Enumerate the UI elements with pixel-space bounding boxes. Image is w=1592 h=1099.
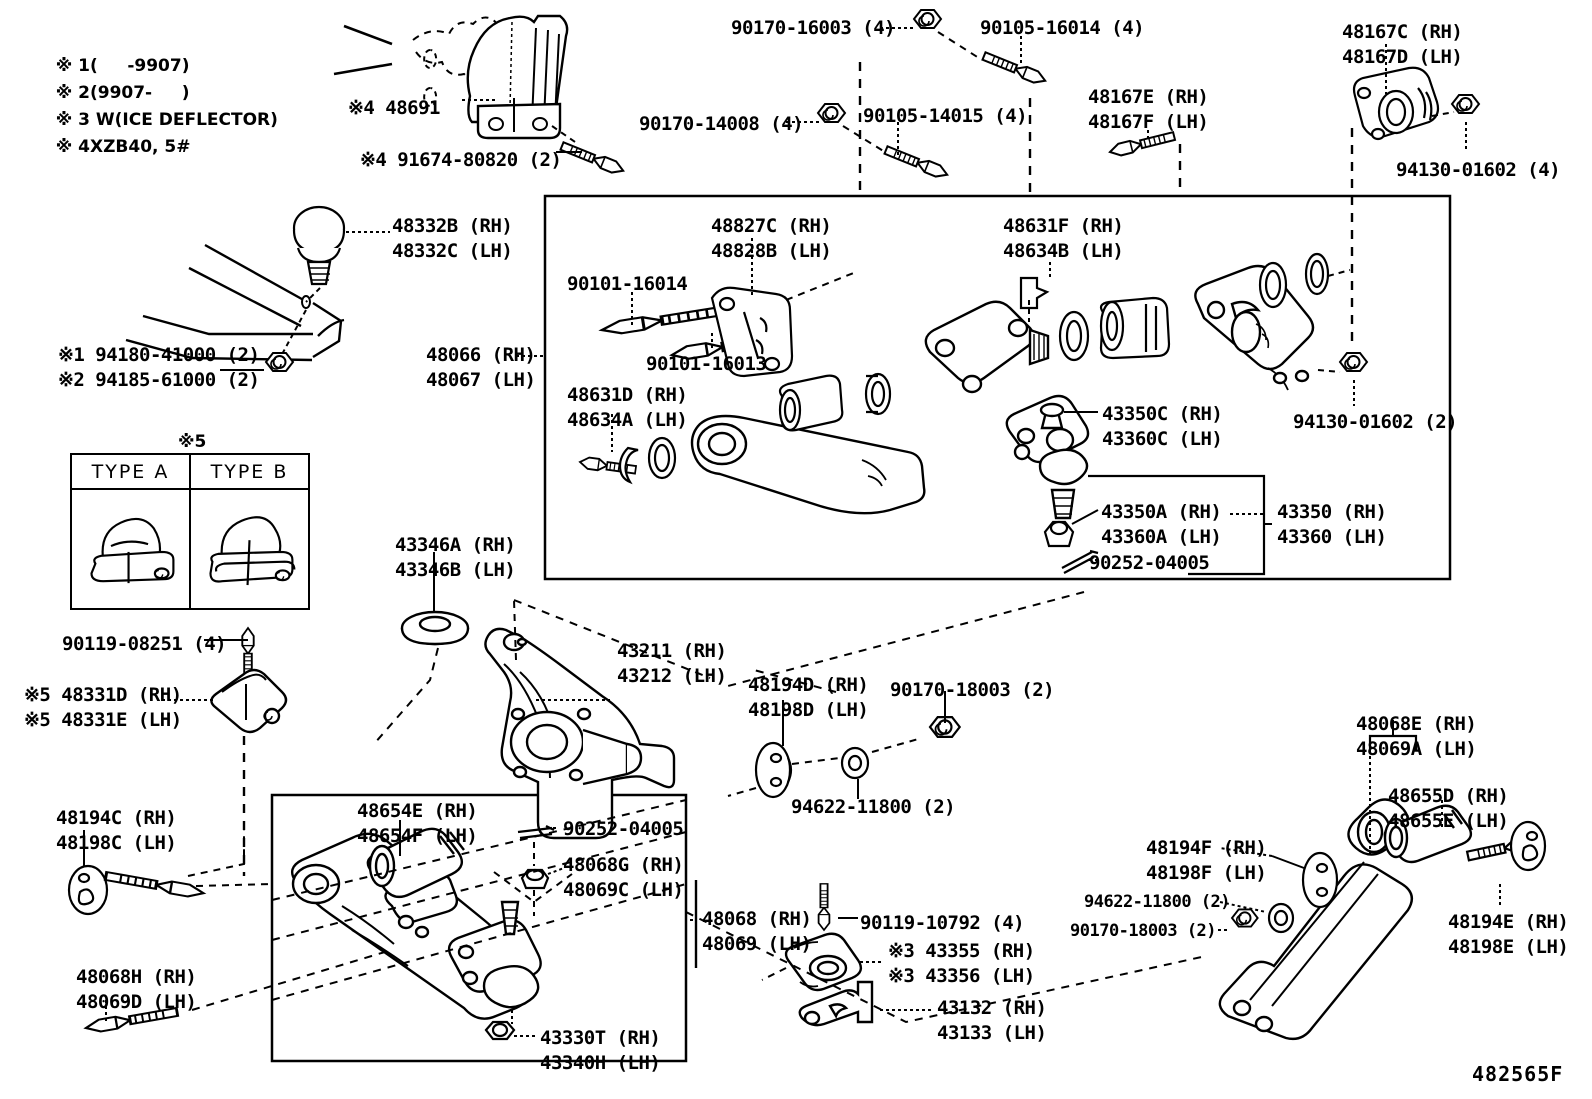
label-48332B-48332C: 48332B (RH) 48332C (LH) [392,215,513,262]
label-90105-14015: 90105-14015 (4) [863,105,1028,127]
legend-note-3: ※ 3 W(ICE DEFLECTOR) [32,80,278,161]
legend-note-2-mark: ※ 2 [55,83,90,103]
label-48655D-48655E: 48655D (RH) 48655E (LH) [1388,785,1509,832]
label-48194F-48198F: 48194F (RH) 48198F (LH) [1146,837,1267,884]
type-b-cell [189,490,308,608]
label-48068G-48069C: 48068G (RH) 48069C (LH) [563,854,684,901]
label-90170-14008: 90170-14008 (4) [639,113,804,135]
label-48068H-48069D: 48068H (RH) 48069D (LH) [76,966,197,1013]
label-90119-10792: 90119-10792 (4) [860,912,1025,934]
label-90170-18003-right: 90170-18003 (2) [1070,921,1217,941]
label-43211-43212: 43211 (RH) 43212 (LH) [617,640,727,687]
label-48827C-48828B: 48827C (RH) 48828B (LH) [711,215,832,262]
label-48068-48069: 48068 (RH) 48069 (LH) [702,908,812,955]
label-43350-43360: 43350 (RH) 43360 (LH) [1277,501,1387,548]
label-43350C-43360C: 43350C (RH) 43360C (LH) [1102,403,1223,450]
type-table-header-row: TYPE A TYPE B [72,455,308,490]
type-table-header-b: TYPE B [189,455,308,488]
label-48066-48067: 48066 (RH) 48067 (LH) [426,344,536,391]
label-94180-94185: ※1 94180-41000 (2) ※2 94185-61000 (2) [58,344,260,391]
type-table: TYPE A TYPE B [70,453,310,610]
legend-note-4-text: XZB40, 5# [89,137,191,157]
legend-note-3-mark: ※ 3 [55,110,90,130]
label-90105-16014: 90105-16014 (4) [980,17,1145,39]
legend-note-1: ※ 1( -9907) [32,26,190,107]
legend-note-1-mark: ※ 1 [55,56,90,76]
label-48631D-48634A: 48631D (RH) 48634A (LH) [567,384,688,431]
legend-note-2-text: (9907- ) [89,83,190,103]
label-43350A-43360A: 43350A (RH) 43360A (LH) [1101,501,1222,548]
label-90101-16014: 90101-16014 [567,273,688,295]
label-94622-11800-right: 94622-11800 (2) [1084,892,1231,912]
label-90101-16013: 90101-16013 [646,353,767,375]
label-48691: ※4 48691 [348,97,441,119]
legend-note-3-text: W(ICE DEFLECTOR) [89,110,278,130]
label-48631F-48634B: 48631F (RH) 48634B (LH) [1003,215,1124,262]
legend-note-4: ※ 4XZB40, 5# [32,107,191,188]
label-43346A-43346B: 43346A (RH) 43346B (LH) [395,534,516,581]
label-48331D-48331E: ※5 48331D (RH) ※5 48331E (LH) [24,684,182,731]
type-a-cushion-icon [90,517,175,584]
label-48194E-48198E: 48194E (RH) 48198E (LH) [1448,911,1569,958]
label-43355-43356: ※3 43355 (RH) ※3 43356 (LH) [888,940,1035,987]
label-94130-01602-4: 94130-01602 (4) [1396,159,1561,181]
label-90170-16003: 90170-16003 (4) [731,17,896,39]
label-43330T-43340H: 43330T (RH) 43340H (LH) [540,1027,661,1074]
legend-note-1-text: ( -9907) [89,56,190,76]
label-48167E-48167F: 48167E (RH) 48167F (LH) [1088,86,1209,133]
label-90119-08251: 90119-08251 (4) [62,633,227,655]
legend-note-2: ※ 2(9907- ) [32,53,190,134]
legend-note-4-mark: ※ 4 [55,137,90,157]
label-48194D-48198D: 48194D (RH) 48198D (LH) [748,674,869,721]
label-48194C-48198C: 48194C (RH) 48198C (LH) [56,807,177,854]
diagram-id: 482565F [1472,1062,1564,1086]
label-90252-04005-upper: 90252-04005 [1089,552,1210,574]
label-90252-04005-lower: 90252-04005 [563,818,684,840]
type-table-body-row [72,490,308,608]
type-table-mark: ※5 [178,432,207,452]
label-94622-11800-center: 94622-11800 (2) [791,796,956,818]
label-94130-01602-2: 94130-01602 (2) [1293,411,1458,433]
label-43132-43133: 43132 (RH) 43133 (LH) [937,997,1047,1044]
label-48654E-48654F: 48654E (RH) 48654F (LH) [357,800,478,847]
label-48068E-48069A: 48068E (RH) 48069A (LH) [1356,713,1477,760]
type-table-header-a: TYPE A [91,461,170,483]
label-91674-80820: ※4 91674-80820 (2) [360,149,562,171]
type-a-cell [72,490,189,608]
label-90170-18003-center: 90170-18003 (2) [890,679,1055,701]
type-b-cushion-icon [209,516,296,586]
label-48167C-48167D: 48167C (RH) 48167D (LH) [1342,21,1463,68]
